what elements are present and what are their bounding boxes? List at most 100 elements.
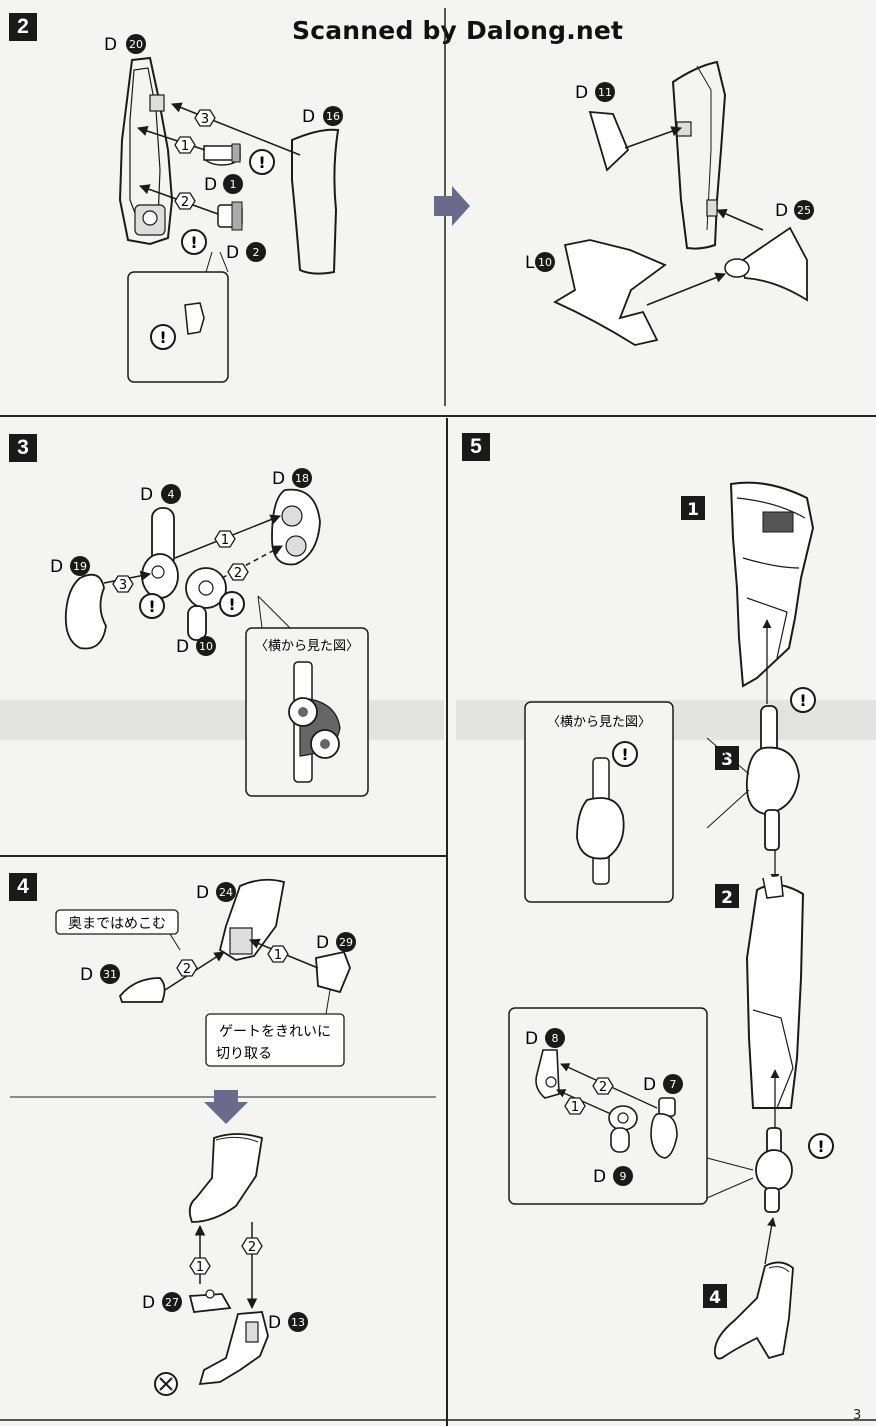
svg-text:9: 9: [620, 1170, 627, 1183]
order-mark-3: 3: [194, 109, 216, 127]
svg-text:2: 2: [721, 888, 733, 908]
svg-text:!: !: [159, 328, 166, 347]
part-number-badge: 16: [323, 106, 343, 126]
gray-right-arrow-icon: [434, 186, 470, 226]
exclamation-circle-icon: !: [790, 687, 816, 713]
part-number-badge: 10: [535, 252, 555, 272]
part-shoe: [713, 1261, 794, 1360]
svg-text:〈横から見た図〉: 〈横から見た図〉: [547, 715, 651, 730]
part-d25: [738, 226, 808, 302]
svg-text:D: D: [80, 965, 93, 985]
svg-text:2: 2: [181, 195, 189, 210]
order-mark-1: 1: [267, 945, 289, 963]
step-3-number: 3: [9, 434, 37, 462]
svg-text:D: D: [775, 201, 788, 221]
part-number-badge: 2: [246, 242, 266, 262]
svg-text:3: 3: [721, 750, 733, 770]
order-mark-2: 2: [176, 959, 198, 977]
sub-step-4-badge: 4: [703, 1284, 727, 1308]
order-mark-1: 1: [189, 1257, 211, 1275]
part-number-badge: 25: [794, 200, 814, 220]
svg-text:16: 16: [326, 110, 340, 123]
svg-text:3: 3: [201, 112, 209, 127]
svg-text:19: 19: [73, 560, 87, 573]
svg-text:11: 11: [598, 86, 612, 99]
exclamation-circle-icon: !: [249, 149, 275, 175]
step-2-number: 2: [9, 13, 37, 41]
svg-text:!: !: [799, 691, 806, 710]
order-mark-1: 1: [214, 530, 236, 548]
svg-text:D: D: [525, 1029, 538, 1049]
exclamation-circle-icon: !: [219, 591, 245, 617]
svg-text:3: 3: [119, 578, 127, 593]
order-mark-2: 2: [592, 1077, 614, 1095]
svg-text:切り取る: 切り取る: [216, 1046, 272, 1062]
part-number-badge: 18: [292, 468, 312, 488]
svg-text:!: !: [258, 153, 265, 172]
part-shoe-upper: [188, 1133, 264, 1223]
svg-text:1: 1: [221, 533, 229, 548]
step-2-diagram-right: D 11 D 25 L 10: [525, 60, 814, 346]
part-knee-joint: [745, 746, 800, 815]
svg-text:D: D: [593, 1167, 606, 1187]
part-number-badge: 1: [223, 174, 243, 194]
svg-text:1: 1: [274, 948, 282, 963]
part-number-badge: 9: [613, 1166, 633, 1186]
svg-text:31: 31: [103, 968, 117, 981]
svg-text:18: 18: [295, 472, 309, 485]
part-assembled-leg: [671, 60, 727, 250]
svg-text:D: D: [196, 883, 209, 903]
order-mark-1: 1: [564, 1097, 586, 1115]
svg-text:奥まではめこむ: 奥まではめこむ: [68, 915, 166, 932]
detail-callout-box: [127, 271, 229, 383]
exclamation-circle-icon: !: [808, 1133, 834, 1159]
order-mark-1: 1: [174, 136, 196, 154]
svg-text:D: D: [140, 485, 153, 505]
svg-text:7: 7: [670, 1078, 677, 1091]
sub-step-3-badge: 3: [715, 746, 739, 770]
svg-text:2: 2: [599, 1080, 607, 1095]
exclamation-circle-icon: !: [139, 593, 165, 619]
svg-text:D: D: [142, 1293, 155, 1313]
svg-text:2: 2: [248, 1240, 256, 1255]
order-mark-2: 2: [227, 563, 249, 581]
svg-text:D: D: [316, 933, 329, 953]
svg-text:27: 27: [165, 1296, 179, 1309]
scanner-watermark: Scanned by Dalong.net: [292, 16, 624, 45]
exclamation-circle-icon: !: [181, 229, 207, 255]
part-number-badge: 20: [126, 34, 146, 54]
note-cut-gate-box: [205, 1013, 345, 1067]
cut-gate-icon: [154, 1372, 178, 1396]
svg-text:1: 1: [687, 500, 699, 520]
svg-text:D: D: [226, 243, 239, 263]
part-number-badge: 13: [288, 1312, 308, 1332]
svg-text:!: !: [621, 745, 628, 764]
svg-text:25: 25: [797, 204, 811, 217]
svg-text:!: !: [148, 597, 155, 616]
part-number-badge: 27: [162, 1292, 182, 1312]
svg-text:20: 20: [129, 38, 143, 51]
svg-text:!: !: [190, 233, 197, 252]
sub-step-1-badge: 1: [681, 496, 705, 520]
svg-text:2: 2: [253, 246, 260, 259]
svg-text:4: 4: [168, 488, 175, 501]
svg-text:1: 1: [181, 139, 189, 154]
exclamation-circle-icon: !: [612, 741, 638, 767]
ankle-detail-callout: [508, 1007, 708, 1205]
svg-text:D: D: [204, 175, 217, 195]
order-mark-2: 2: [174, 192, 196, 210]
part-l10-wing: [553, 239, 667, 346]
part-number-badge: 4: [161, 484, 181, 504]
part-d19: [64, 573, 107, 650]
svg-text:〈横から見た図〉: 〈横から見た図〉: [255, 639, 359, 654]
step-5-diagram: 1 3 2 4 ! 〈横から見た図〉 ! !: [508, 481, 834, 1360]
svg-text:2: 2: [234, 566, 242, 581]
part-number-badge: 11: [595, 82, 615, 102]
svg-text:10: 10: [199, 640, 213, 653]
part-number-badge: 10: [196, 636, 216, 656]
step-4-number: 4: [9, 873, 37, 901]
svg-text:D: D: [643, 1075, 656, 1095]
step-3-diagram: 3 1 2 ! ! D 4 D 18 D 19 D 10 〈横から見た図〉: [50, 468, 369, 797]
sub-step-2-badge: 2: [715, 884, 739, 908]
part-d29: [315, 950, 351, 994]
